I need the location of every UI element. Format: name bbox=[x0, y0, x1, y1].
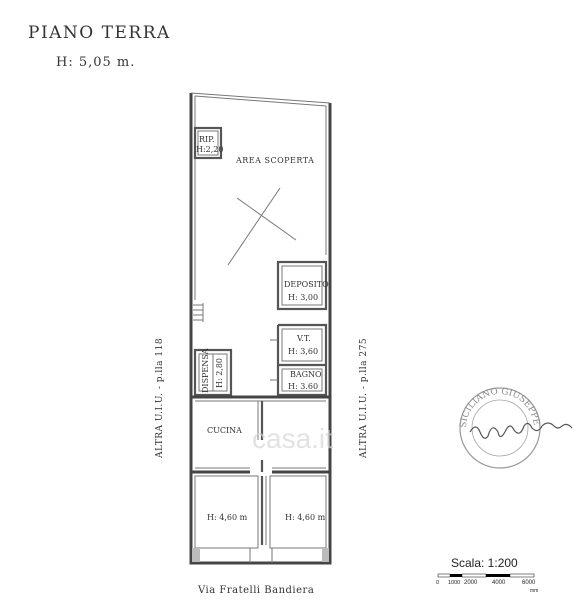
cucina-label: CUCINA bbox=[207, 426, 242, 435]
left-neighbor-label: ALTRA U.I.U. - p.lla 118 bbox=[155, 338, 165, 459]
cucina-walls bbox=[191, 395, 330, 474]
bottom-rooms bbox=[191, 475, 330, 565]
dispensa-label: DISPENSA bbox=[201, 348, 210, 393]
room-right-height: H: 4,60 m bbox=[285, 513, 326, 522]
rip-height: H:2,20 bbox=[196, 145, 223, 154]
scale-title: Scala: 1:200 bbox=[451, 556, 518, 570]
stamp-text: SICILIANO GIUSEPPE bbox=[459, 387, 541, 428]
deposito-label: DEPOSITO bbox=[284, 280, 329, 289]
bagno-label: BAGNO bbox=[290, 370, 322, 379]
vt-height: H: 3,60 bbox=[288, 347, 318, 356]
vt-label: V.T. bbox=[296, 334, 311, 343]
dispensa-room bbox=[193, 348, 233, 397]
room-left-height: H: 4,60 m bbox=[207, 513, 248, 522]
area-scoperta-label: AREA SCOPERTA bbox=[235, 156, 314, 165]
stamp-seal: SICILIANO GIUSEPPE bbox=[459, 387, 541, 469]
scale-bar bbox=[437, 573, 535, 578]
service-block bbox=[270, 323, 328, 397]
bagno-height: H: 3.60 bbox=[288, 382, 318, 391]
street-label: Via Fratelli Bandiera bbox=[197, 585, 314, 596]
dispensa-height: H: 2,80 bbox=[215, 358, 224, 388]
right-neighbor-label: ALTRA U.I.U. - p.lla 275 bbox=[359, 338, 369, 459]
deposito-room bbox=[276, 260, 328, 311]
scale-tick-0: 0 bbox=[436, 580, 439, 586]
watermark: casa.it bbox=[252, 423, 333, 454]
scale-tick-4000: 4000 bbox=[492, 580, 506, 586]
scale-tick-6000: 6000 bbox=[522, 580, 536, 586]
scale-tick-2000: 2000 bbox=[464, 580, 478, 586]
scale-unit: mm bbox=[530, 588, 538, 594]
deposito-height: H: 3,00 bbox=[288, 293, 318, 302]
plan-title: PIANO TERRA bbox=[28, 23, 171, 43]
scale-tick-1000: 1000 bbox=[448, 580, 460, 586]
floor-height: H: 5,05 m. bbox=[56, 55, 135, 70]
rip-label: RIP. bbox=[199, 135, 215, 144]
stair-marks bbox=[193, 303, 204, 322]
signature bbox=[469, 422, 573, 439]
open-area-cross bbox=[227, 187, 297, 266]
rip-room bbox=[193, 126, 223, 160]
